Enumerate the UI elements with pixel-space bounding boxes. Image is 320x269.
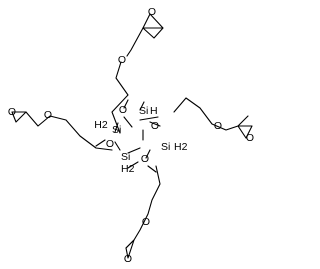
silicon-bottom-left: Si [121, 151, 130, 163]
silicon-top-right: Si [139, 105, 148, 117]
silicon-bottom-right-h2: H2 [174, 141, 188, 153]
ether-oxygen-bottom: O [142, 216, 150, 228]
epoxide-oxygen-right: O [246, 132, 254, 144]
ring-oxygen-right: O [151, 120, 159, 132]
bond-lines [11, 13, 253, 259]
methyl-bonds [95, 99, 161, 173]
bond [142, 13, 164, 29]
epoxide-ring-left [11, 111, 27, 123]
ring-oxygen-top: O [119, 104, 127, 116]
ring-oxygen-bottom: O [141, 153, 149, 165]
bottom-chain-bonds [125, 165, 161, 249]
silicon-bottom-right: Si [161, 141, 170, 153]
silicon-top-left-h2: H2 [94, 119, 108, 131]
epoxide-ring-right [237, 125, 253, 139]
ring-oxygen-left: O [106, 138, 114, 150]
top-chain-bonds [111, 27, 144, 134]
epoxide-ring-top [142, 27, 164, 39]
epoxide-oxygen-top: O [148, 6, 156, 18]
molecule-structure-diagram: O O O O O O O O O O O O Si H Si H2 Si H2… [8, 6, 254, 265]
epoxide-oxygen-left: O [8, 106, 16, 118]
silicon-top-right-h: H [150, 105, 158, 117]
ether-oxygen-left: O [44, 109, 52, 121]
epoxide-oxygen-bottom: O [124, 253, 132, 265]
epoxide-ring-bottom [125, 239, 135, 259]
left-chain-bonds [25, 111, 113, 151]
silicon-bottom-left-h2: H2 [121, 163, 135, 175]
right-chain-bonds [173, 97, 249, 131]
ether-oxygen-right: O [214, 120, 222, 132]
atom-labels: O O O O O O O O O O O O Si H Si H2 Si H2… [8, 6, 254, 265]
silicon-top-left: Si [112, 124, 121, 136]
ether-oxygen-top: O [118, 54, 126, 66]
ring-bonds [114, 116, 159, 159]
